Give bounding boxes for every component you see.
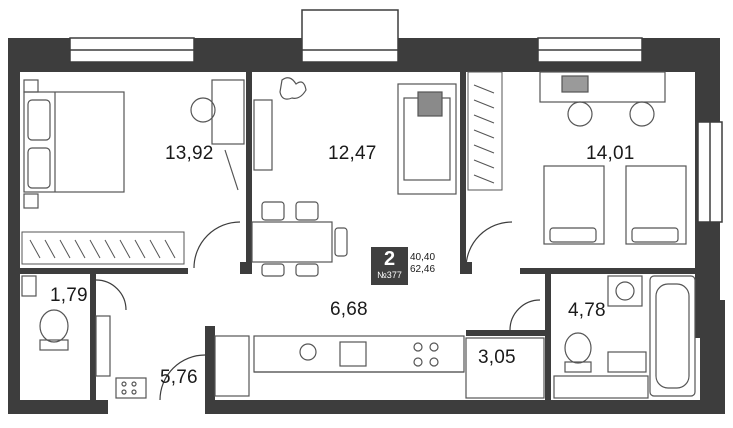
entrance-details bbox=[95, 315, 147, 399]
windows bbox=[69, 9, 723, 223]
bedroom-right-furniture bbox=[539, 71, 687, 245]
doors bbox=[95, 221, 541, 401]
room-area-hallway: 6,68 bbox=[330, 299, 368, 320]
wardrobe-left bbox=[21, 231, 185, 265]
apartment-badge: 2 №377 bbox=[371, 247, 408, 285]
room-area-wc: 1,79 bbox=[50, 285, 88, 306]
living-furniture bbox=[251, 77, 457, 277]
interior-walls bbox=[20, 72, 695, 406]
interior bbox=[20, 72, 695, 400]
room-area-storage: 3,05 bbox=[478, 347, 516, 368]
room-area-living-room: 12,47 bbox=[328, 143, 377, 164]
room-area-bedroom-right: 14,01 bbox=[586, 143, 635, 164]
room-area-bedroom-left: 13,92 bbox=[165, 143, 214, 164]
living-area-value: 40,40 bbox=[410, 252, 436, 263]
room-area-bathroom: 4,78 bbox=[568, 300, 606, 321]
room-area-entrance: 5,76 bbox=[160, 367, 198, 388]
wardrobe-right bbox=[467, 71, 503, 191]
total-area-value: 62,46 bbox=[410, 264, 436, 275]
area-totals: 40,40 62,46 bbox=[410, 252, 435, 276]
desk-left bbox=[190, 79, 245, 191]
apartment-number: №377 bbox=[377, 270, 402, 280]
bathroom-fixtures bbox=[21, 275, 696, 399]
rooms-count: 2 bbox=[383, 248, 396, 270]
bed-left bbox=[23, 79, 125, 209]
kitchen bbox=[214, 335, 545, 399]
